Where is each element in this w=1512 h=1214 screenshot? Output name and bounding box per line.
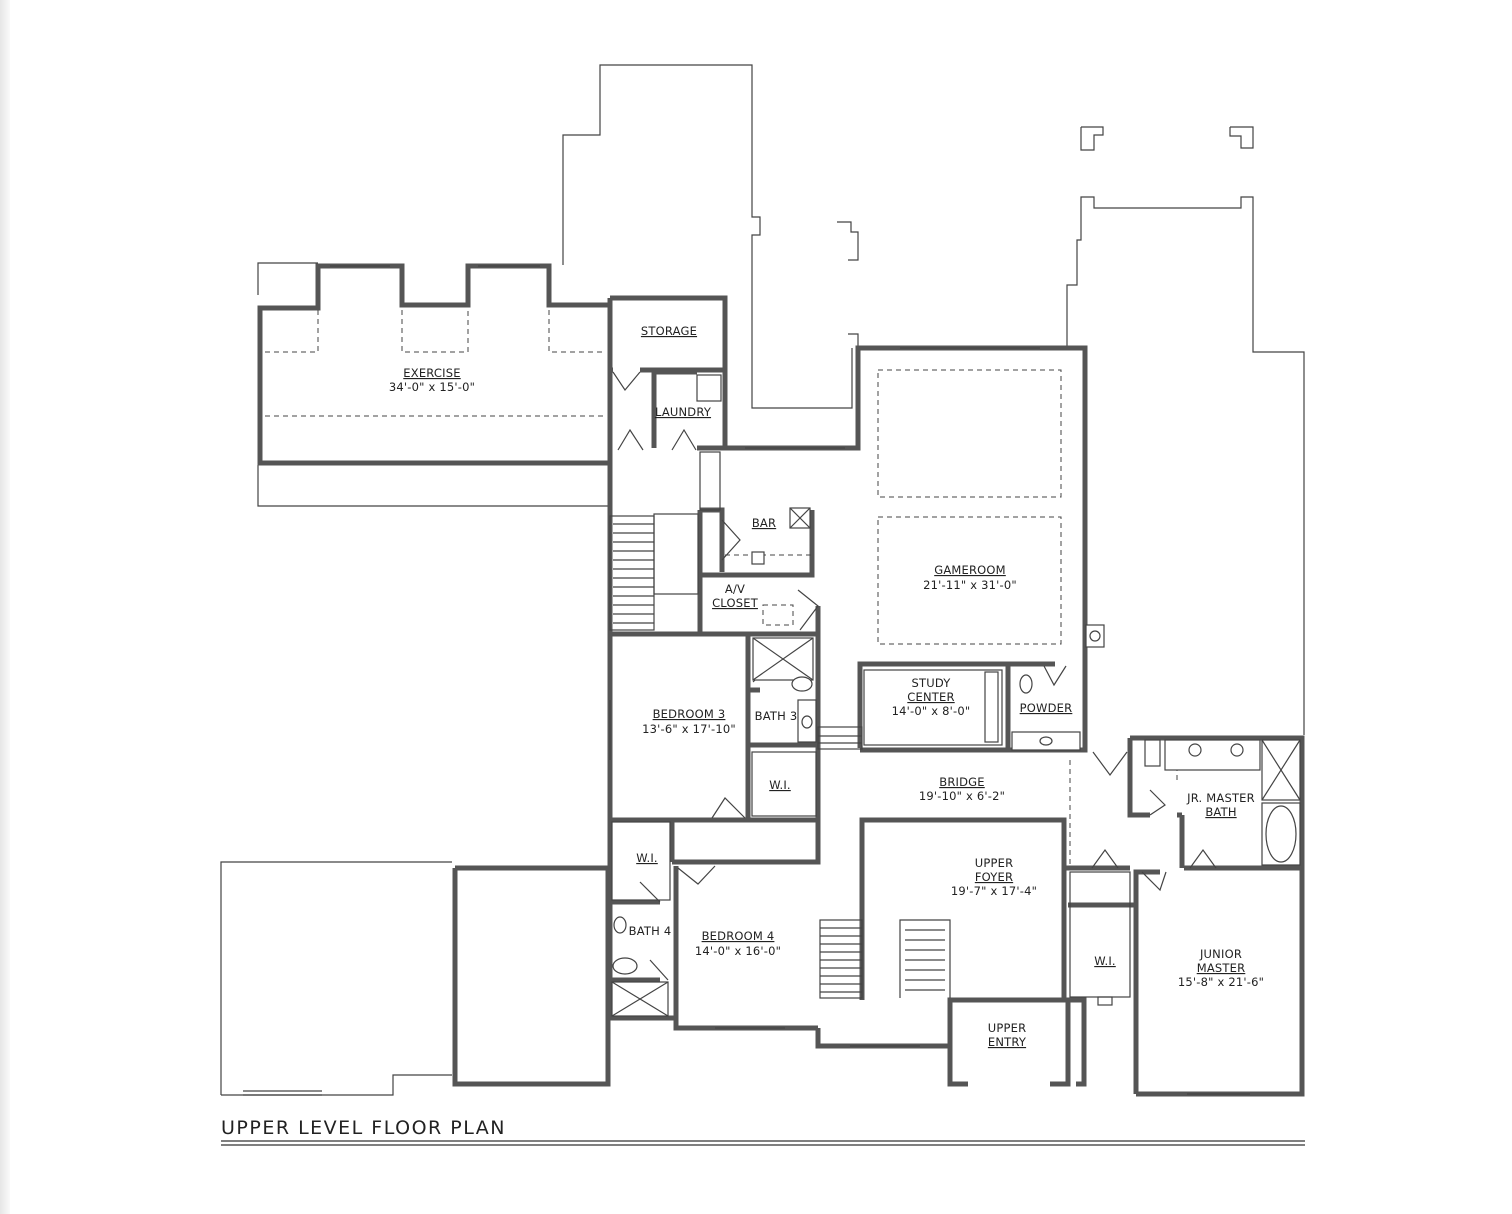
label-jr-bath-1: JR. MASTER	[1186, 791, 1255, 805]
label-bedroom4-size: 14'-0" x 16'-0"	[695, 944, 781, 958]
label-bedroom3: BEDROOM 3	[653, 707, 726, 721]
label-entry-2: ENTRY	[988, 1035, 1027, 1049]
label-storage: STORAGE	[641, 324, 697, 338]
label-powder: POWDER	[1020, 701, 1073, 715]
label-bath4: BATH 4	[629, 924, 672, 938]
label-wi-junior: W.I.	[1094, 954, 1116, 968]
stairs	[609, 451, 951, 999]
windows	[330, 265, 1250, 1095]
room-labels: STORAGE EXERCISE 34'-0" x 15'-0" LAUNDRY…	[389, 324, 1264, 1049]
label-junior-2: MASTER	[1197, 961, 1246, 975]
label-study-size: 14'-0" x 8'-0"	[892, 704, 971, 718]
label-bridge-size: 19'-10" x 6'-2"	[919, 789, 1005, 803]
label-gameroom-size: 21'-11" x 31'-0"	[923, 578, 1017, 592]
label-entry-1: UPPER	[988, 1021, 1027, 1035]
label-junior-size: 15'-8" x 21'-6"	[1178, 975, 1264, 989]
roof-outline	[220, 64, 1305, 1096]
walls	[257, 263, 1305, 1097]
label-wi-bath3: W.I.	[769, 778, 791, 792]
label-exercise: EXERCISE	[403, 366, 460, 380]
label-foyer-1: UPPER	[975, 856, 1014, 870]
label-av-closet-2: CLOSET	[712, 596, 759, 610]
label-foyer-size: 19'-7" x 17'-4"	[951, 884, 1037, 898]
label-laundry: LAUNDRY	[655, 405, 712, 419]
label-foyer-2: FOYER	[975, 870, 1013, 884]
plan-title: UPPER LEVEL FLOOR PLAN	[221, 1117, 506, 1139]
label-bedroom4: BEDROOM 4	[702, 929, 775, 943]
title-block: UPPER LEVEL FLOOR PLAN	[221, 1117, 1305, 1146]
label-gameroom: GAMEROOM	[934, 563, 1006, 577]
label-bridge: BRIDGE	[939, 775, 985, 789]
label-jr-bath-2: BATH	[1205, 805, 1236, 819]
label-exercise-size: 34'-0" x 15'-0"	[389, 380, 475, 394]
label-bath3: BATH 3	[755, 709, 798, 723]
label-bar: BAR	[752, 516, 776, 530]
label-bedroom3-size: 13'-6" x 17'-10"	[642, 722, 736, 736]
label-wi-bed4: W.I.	[636, 851, 658, 865]
page-edge-shadow	[0, 0, 10, 1214]
label-junior-1: JUNIOR	[1199, 947, 1242, 961]
label-av-closet-1: A/V	[725, 582, 745, 596]
label-study-1: STUDY	[912, 676, 952, 690]
label-study-2: CENTER	[907, 690, 954, 704]
dashed-lines	[265, 310, 1178, 865]
fixtures	[611, 374, 1301, 1017]
